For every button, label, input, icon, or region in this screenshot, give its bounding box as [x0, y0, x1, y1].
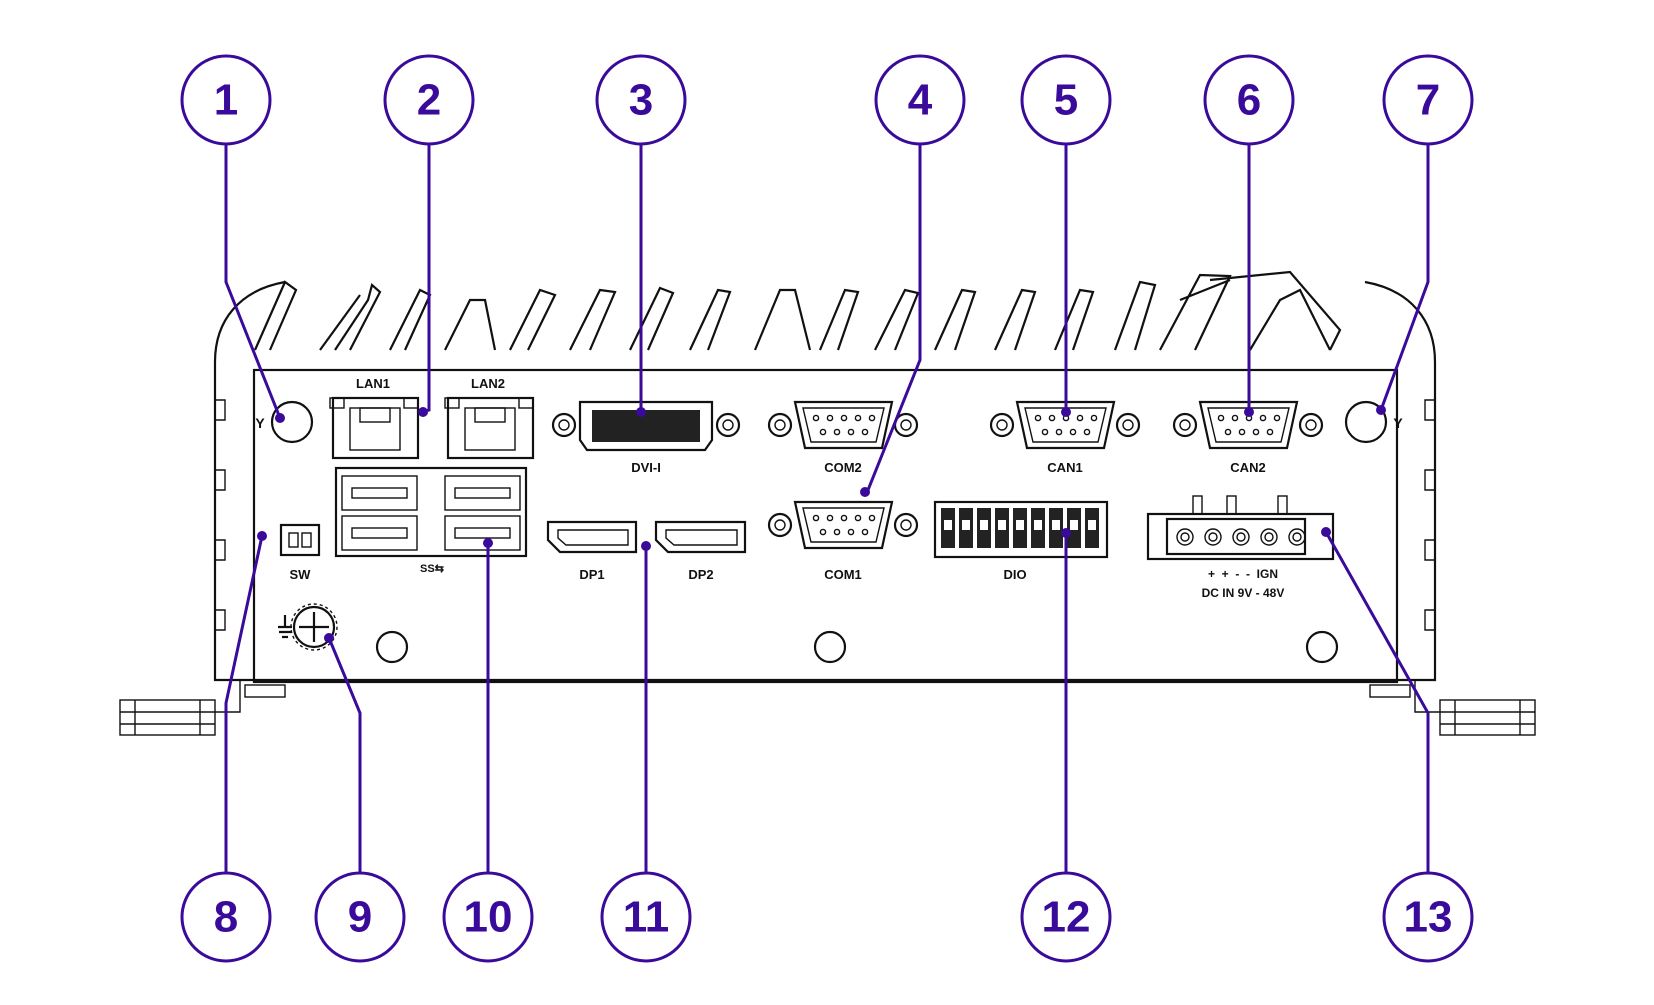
callout-9: 9 [314, 871, 406, 963]
sw-label: SW [290, 567, 312, 582]
can2-port: CAN2 [1172, 400, 1324, 475]
callout-2: 2 [383, 54, 475, 146]
dio-port: DIO [933, 500, 1109, 582]
dc-in-terminal: + + - - IGN DC IN 9V - 48V [1146, 495, 1335, 600]
can2-label: CAN2 [1230, 460, 1265, 475]
com2-label: COM2 [824, 460, 862, 475]
com1-port: COM1 [767, 500, 919, 582]
callout-12-number: 12 [1042, 893, 1091, 942]
antenna-hole-left: Y [255, 400, 314, 444]
com1-label: COM1 [824, 567, 862, 582]
callout-7-number: 7 [1416, 76, 1440, 125]
callout-13-number: 13 [1404, 893, 1453, 942]
ground-icon [278, 615, 292, 639]
dc-pins-label: + + - - IGN [1208, 567, 1278, 581]
dvi-port: DVI-I [551, 400, 741, 475]
callout-4-number: 4 [908, 76, 933, 125]
screw-hole-3 [1305, 630, 1339, 664]
callout-6: 6 [1203, 54, 1295, 146]
callout-3-number: 3 [629, 76, 653, 125]
dp2-port: DP2 [654, 520, 747, 582]
ground-screw [278, 603, 338, 651]
callout-1-number: 1 [214, 76, 238, 125]
dc-in-label: DC IN 9V - 48V [1202, 586, 1285, 600]
mounting-foot-left [119, 680, 286, 736]
callout-4: 4 [874, 54, 966, 146]
callout-12: 12 [1020, 871, 1112, 963]
callout-11-number: 11 [623, 893, 670, 942]
usb-ports: SS⇆ [334, 466, 528, 575]
leader-dots [257, 405, 1386, 643]
callout-10: 10 [442, 871, 534, 963]
screw-hole-1 [375, 630, 409, 664]
lan1-label: LAN1 [356, 376, 390, 391]
lan2-label: LAN2 [471, 376, 505, 391]
callout-13: 13 [1382, 871, 1474, 963]
dp1-label: DP1 [579, 567, 604, 582]
lan2-port: LAN2 [444, 376, 535, 460]
svg-text:Y: Y [1393, 415, 1403, 431]
callout-9-number: 9 [348, 893, 372, 942]
callout-7: 7 [1382, 54, 1474, 146]
com2-port: COM2 [767, 400, 919, 475]
antenna-hole-right: Y [1344, 400, 1403, 444]
svg-text:Y: Y [255, 415, 265, 431]
lan1-port: LAN1 [329, 376, 420, 460]
callout-8-number: 8 [214, 893, 238, 942]
callout-10-number: 10 [464, 893, 513, 942]
callout-5: 5 [1020, 54, 1112, 146]
callout-5-number: 5 [1054, 76, 1078, 125]
callout-6-number: 6 [1237, 76, 1261, 125]
callout-11: 11 [600, 871, 692, 963]
can1-port: CAN1 [989, 400, 1141, 475]
callout-2-number: 2 [417, 76, 441, 125]
heatsink-fins [213, 270, 1437, 363]
callout-1: 1 [180, 54, 272, 146]
usb-label: SS⇆ [420, 563, 444, 575]
callout-8: 8 [180, 871, 272, 963]
dio-label: DIO [1003, 567, 1026, 582]
screw-hole-2 [813, 630, 847, 664]
power-switch: SW [279, 523, 321, 582]
dp1-port: DP1 [546, 520, 638, 582]
mounting-foot-right [1369, 680, 1536, 736]
dp2-label: DP2 [688, 567, 713, 582]
dvi-label: DVI-I [631, 460, 661, 475]
can1-label: CAN1 [1047, 460, 1082, 475]
callout-3: 3 [595, 54, 687, 146]
